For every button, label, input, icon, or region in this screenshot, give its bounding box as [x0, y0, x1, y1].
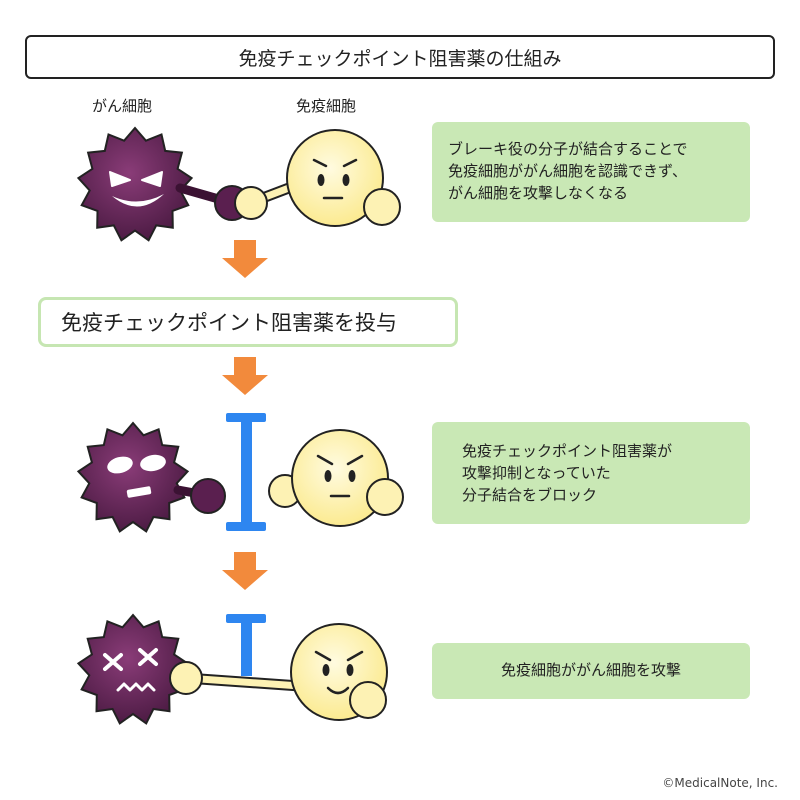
step1-cancer-cell — [78, 128, 191, 240]
arrow-down-1 — [222, 240, 268, 278]
step1-immune-cell — [235, 130, 400, 226]
step3-cancer-cell — [78, 615, 187, 723]
step3-immune-cell — [170, 624, 387, 720]
step2-cancer-cell — [78, 423, 187, 531]
step2-immune-cell — [269, 430, 403, 526]
step2-receptor — [178, 479, 225, 513]
arrow-down-2 — [222, 357, 268, 395]
step3-blocker — [226, 614, 266, 676]
arrow-down-3 — [222, 552, 268, 590]
step2-blocker — [226, 413, 266, 531]
